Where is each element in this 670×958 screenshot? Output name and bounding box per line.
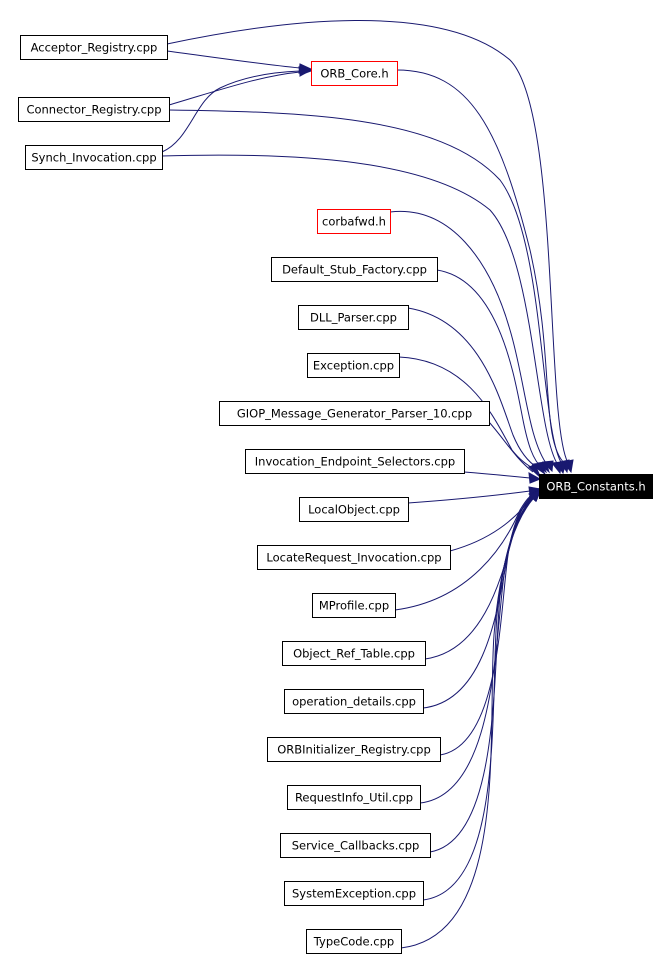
node-locaterequest-invocation[interactable]: LocateRequest_Invocation.cpp [257, 545, 451, 570]
node-box [20, 35, 168, 60]
node-box [539, 474, 653, 499]
node-label: ORBInitializer_Registry.cpp [277, 743, 431, 757]
edge-connector_registry-to-orb_constants_h [168, 109, 563, 465]
node-label: Default_Stub_Factory.cpp [282, 263, 427, 277]
node-label: DLL_Parser.cpp [310, 311, 397, 325]
node-box [25, 145, 163, 170]
edge-default_stub_factory-to-orb_constants_h [436, 269, 543, 469]
arrowhead-synch_invocation-to-orb_core_h [298, 66, 313, 76]
edge-invocation_endpoint_selectors-to-orb_constants_h [463, 471, 531, 479]
edge-exception-to-orb_constants_h [398, 356, 537, 471]
node-box [299, 497, 409, 522]
node-box [307, 353, 400, 378]
node-mprofile[interactable]: MProfile.cpp [312, 593, 396, 618]
node-label: Object_Ref_Table.cpp [293, 647, 415, 661]
node-box [18, 97, 170, 122]
edge-acceptor_registry-to-orb_constants_h [166, 20, 569, 464]
nodes-layer: Acceptor_Registry.cppORB_Core.hConnector… [18, 35, 653, 954]
node-default-stub-factory[interactable]: Default_Stub_Factory.cpp [271, 257, 438, 282]
node-label: ORB_Core.h [320, 67, 388, 81]
node-connector-registry[interactable]: Connector_Registry.cpp [18, 97, 170, 122]
node-label: RequestInfo_Util.cpp [295, 791, 413, 805]
node-box [317, 209, 391, 234]
node-box [282, 641, 426, 666]
node-box [280, 833, 431, 858]
node-box [284, 689, 424, 714]
node-localobject[interactable]: LocalObject.cpp [299, 497, 409, 522]
arrowhead-typecode-to-orb_constants_h [529, 487, 543, 502]
edge-locaterequest_invocation-to-orb_constants_h [449, 495, 534, 552]
node-label: TypeCode.cpp [313, 935, 394, 949]
edge-synch_invocation-to-orb_core_h [161, 70, 301, 153]
node-orbinitializer-registry[interactable]: ORBInitializer_Registry.cpp [267, 737, 441, 762]
node-box [271, 257, 438, 282]
node-operation-details[interactable]: operation_details.cpp [284, 689, 424, 714]
node-label: Exception.cpp [313, 359, 394, 373]
node-label: MProfile.cpp [319, 599, 389, 613]
node-box [312, 593, 396, 618]
node-label: Synch_Invocation.cpp [31, 151, 156, 165]
node-label: Service_Callbacks.cpp [292, 839, 420, 853]
node-dll-parser[interactable]: DLL_Parser.cpp [298, 305, 409, 330]
node-box [298, 305, 409, 330]
node-orb-core-h[interactable]: ORB_Core.h [311, 61, 398, 86]
node-box [219, 401, 490, 426]
edge-mprofile-to-orb_constants_h [394, 493, 536, 611]
node-invocation-endpoint-selectors[interactable]: Invocation_Endpoint_Selectors.cpp [245, 449, 465, 474]
edge-operation_details-to-orb_constants_h [422, 491, 538, 709]
node-label: ORB_Constants.h [546, 480, 645, 494]
edge-typecode-to-orb_constants_h [400, 489, 543, 949]
node-label: Connector_Registry.cpp [26, 103, 161, 117]
arrowhead-giop_message_generator_parser_10-to-orb_constants_h [528, 464, 542, 479]
arrowhead-invocation_endpoint_selectors-to-orb_constants_h [528, 472, 542, 484]
node-box [267, 737, 441, 762]
node-acceptor-registry[interactable]: Acceptor_Registry.cpp [20, 35, 168, 60]
node-label: corbafwd.h [322, 215, 386, 229]
node-label: LocateRequest_Invocation.cpp [266, 551, 441, 565]
node-synch-invocation[interactable]: Synch_Invocation.cpp [25, 145, 163, 170]
edge-synch_invocation-to-orb_constants_h [161, 154, 559, 466]
node-exception[interactable]: Exception.cpp [307, 353, 400, 378]
node-label: Invocation_Endpoint_Selectors.cpp [255, 455, 455, 469]
node-box [257, 545, 451, 570]
node-orb-constants-h[interactable]: ORB_Constants.h [539, 474, 653, 499]
edges-layer [161, 20, 574, 949]
node-label: GIOP_Message_Generator_Parser_10.cpp [237, 407, 472, 421]
node-label: SystemException.cpp [292, 887, 416, 901]
node-label: Acceptor_Registry.cpp [31, 41, 158, 55]
node-giop-message-generator-parser-10[interactable]: GIOP_Message_Generator_Parser_10.cpp [219, 401, 490, 426]
edge-connector_registry-to-orb_core_h [168, 71, 301, 106]
node-object-ref-table[interactable]: Object_Ref_Table.cpp [282, 641, 426, 666]
node-systemexception[interactable]: SystemException.cpp [284, 881, 424, 906]
edge-acceptor_registry-to-orb_core_h [166, 50, 301, 69]
node-requestinfo-util[interactable]: RequestInfo_Util.cpp [287, 785, 421, 810]
node-box [287, 785, 421, 810]
node-box [284, 881, 424, 906]
node-typecode[interactable]: TypeCode.cpp [306, 929, 402, 954]
edge-orbinitializer_registry-to-orb_constants_h [439, 491, 539, 756]
node-service-callbacks[interactable]: Service_Callbacks.cpp [280, 833, 431, 858]
node-corbafwd-h[interactable]: corbafwd.h [317, 209, 391, 234]
edge-localobject-to-orb_constants_h [407, 490, 531, 504]
node-box [306, 929, 402, 954]
edge-corbafwd_h-to-orb_constants_h [389, 210, 549, 467]
node-label: operation_details.cpp [292, 695, 416, 709]
node-box [311, 61, 398, 86]
edge-giop_message_generator_parser_10-to-orb_constants_h [488, 421, 534, 473]
arrowhead-synch_invocation-to-orb_constants_h [551, 461, 563, 475]
node-box [245, 449, 465, 474]
node-label: LocalObject.cpp [308, 503, 400, 517]
edge-dll_parser-to-orb_constants_h [407, 307, 539, 469]
